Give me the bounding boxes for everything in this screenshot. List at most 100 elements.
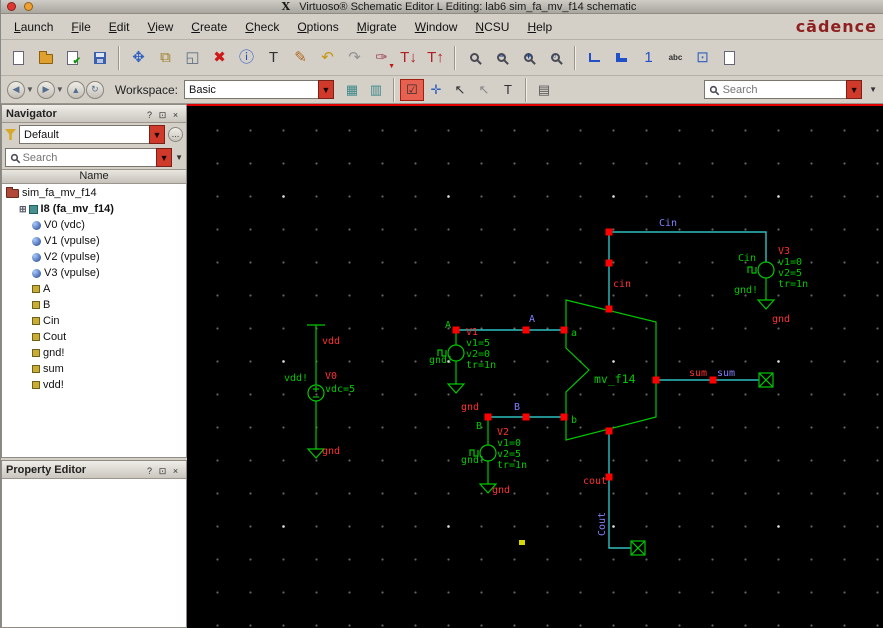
schematic-label[interactable]: V2 — [497, 427, 509, 438]
selection-handle[interactable] — [709, 376, 717, 384]
net-cin[interactable] — [608, 231, 767, 310]
schematic-label[interactable]: cout — [583, 476, 607, 487]
selection-handle[interactable] — [605, 228, 613, 236]
toolbar-search-input[interactable] — [722, 83, 843, 96]
schematic-label[interactable]: sum — [717, 368, 735, 379]
redo-button[interactable]: ↷ — [341, 44, 368, 71]
selection-handle[interactable] — [484, 413, 492, 421]
pin-cout[interactable] — [630, 540, 646, 556]
text-select-button[interactable]: T — [496, 79, 520, 101]
tree-item-gnd[interactable]: gnd! — [2, 345, 186, 361]
workspace-combo[interactable]: Basic ▼ — [183, 80, 334, 99]
save-workspace-button[interactable]: ▦ — [340, 79, 364, 101]
schematic-label[interactable]: A — [529, 314, 535, 325]
schematic-label[interactable]: V3 — [778, 246, 790, 257]
schematic-label[interactable]: cin — [613, 279, 631, 290]
search-options-caret[interactable]: ▼ — [869, 85, 877, 94]
tree-item-v1-vpulse[interactable]: V1 (vpulse) — [2, 233, 186, 249]
delete-button[interactable]: ✖ — [206, 44, 233, 71]
schematic-label[interactable]: v1=0 — [497, 438, 521, 449]
selection-mode-button[interactable]: ☑ — [399, 78, 424, 101]
schematic-label[interactable]: V0 — [325, 371, 337, 382]
move-button[interactable]: ✥ — [125, 44, 152, 71]
tree-item-i8-fa-mv-f14[interactable]: ⊞I8 (fa_mv_f14) — [2, 201, 186, 217]
minimize-window-button[interactable] — [24, 2, 33, 11]
zoom-area-button[interactable]: ▫ — [542, 44, 569, 71]
navigator-search-dropdown-icon[interactable]: ▼ — [156, 148, 173, 167]
schematic-label[interactable]: V1 — [466, 327, 478, 338]
schematic-label[interactable]: b — [571, 415, 577, 426]
create-wire-button[interactable] — [581, 44, 608, 71]
schematic-label[interactable]: v1=0 — [778, 257, 802, 268]
copy-button[interactable]: ⧉ — [152, 44, 179, 71]
navigator-search-combo[interactable]: ▼ — [5, 148, 173, 167]
schematic-label[interactable]: gnd — [772, 314, 790, 325]
instance-mv-f14[interactable] — [565, 299, 657, 441]
close-panel-button[interactable]: × — [169, 109, 182, 122]
selection-handle[interactable] — [652, 376, 660, 384]
back-button[interactable]: ◀ — [7, 80, 25, 99]
full-select-button[interactable]: ↖ — [448, 79, 472, 101]
selection-handle[interactable] — [522, 326, 530, 334]
source-v3-vpulse[interactable] — [747, 261, 776, 310]
create-text-button[interactable]: T — [260, 44, 287, 71]
menu-check[interactable]: Check — [245, 19, 280, 34]
create-wire-name-button[interactable]: 1 — [635, 44, 662, 71]
schematic-label[interactable]: a — [571, 328, 577, 339]
schematic-label[interactable]: gnd! — [734, 285, 758, 296]
open-button[interactable] — [32, 44, 59, 71]
tree-item-v0-vdc[interactable]: V0 (vdc) — [2, 217, 186, 233]
selection-handle[interactable] — [452, 326, 460, 334]
workspace-value[interactable]: Basic — [183, 80, 318, 99]
save-button[interactable] — [86, 44, 113, 71]
schematic-label[interactable]: gnd! — [429, 355, 453, 366]
navigator-search-caret[interactable]: ▼ — [175, 153, 183, 162]
schematic-label[interactable]: tr=1n — [497, 460, 527, 471]
source-v0-vdc[interactable] — [306, 324, 326, 459]
menu-launch[interactable]: Launch — [14, 19, 54, 34]
undo-button[interactable]: ↶ — [314, 44, 341, 71]
close-window-button[interactable] — [7, 2, 16, 11]
search-dropdown-icon[interactable]: ▼ — [846, 80, 863, 99]
refresh-button[interactable]: ↻ — [85, 80, 104, 99]
tree-item-v3-vpulse[interactable]: V3 (vpulse) — [2, 265, 186, 281]
selection-handle[interactable] — [522, 413, 530, 421]
selection-handle[interactable] — [605, 473, 613, 481]
stretch-button[interactable]: ◱ — [179, 44, 206, 71]
schematic-label[interactable]: vdd! — [284, 373, 308, 384]
schematic-label[interactable]: gnd — [322, 446, 340, 457]
up-hierarchy-button[interactable]: ▲ — [66, 80, 85, 99]
menu-help[interactable]: Help — [527, 19, 553, 34]
net-cout[interactable] — [608, 429, 631, 549]
zoom-in-button[interactable]: + — [515, 44, 542, 71]
descend-button[interactable]: T↓ — [395, 44, 422, 71]
check-and-save-button[interactable]: ✔ — [59, 44, 86, 71]
tree-item-cin[interactable]: Cin — [2, 313, 186, 329]
help-button[interactable]: ? — [143, 109, 156, 122]
partial-select-button[interactable]: ✛ — [424, 79, 448, 101]
schematic-label[interactable]: sum — [689, 368, 707, 379]
schematic-label[interactable]: Cin — [738, 253, 756, 264]
menu-options[interactable]: Options — [297, 19, 339, 34]
schematic-label[interactable]: gnd! — [461, 455, 485, 466]
menu-view[interactable]: View — [147, 19, 174, 34]
schematic-label[interactable]: vdd — [322, 336, 340, 347]
restore-workspace-button[interactable]: ▥ — [364, 79, 388, 101]
schematic-label[interactable]: v2=0 — [466, 349, 490, 360]
forward-button[interactable]: ▶ — [36, 80, 55, 99]
filter-value[interactable]: Default — [19, 125, 149, 144]
menu-window[interactable]: Window — [414, 19, 458, 34]
zoom-fit-button[interactable] — [461, 44, 488, 71]
schematic-label[interactable]: v1=5 — [466, 338, 490, 349]
source-v2-vpulse[interactable] — [469, 417, 498, 494]
ascend-button[interactable]: T↑ — [422, 44, 449, 71]
menu-edit[interactable]: Edit — [108, 19, 130, 34]
pin-sum[interactable] — [758, 372, 774, 388]
schematic-label[interactable]: gnd — [461, 402, 479, 413]
schematic-label[interactable]: gnd — [492, 485, 510, 496]
search-combo[interactable]: ▼ — [704, 80, 863, 99]
schematic-label[interactable]: Cout — [597, 512, 608, 536]
schematic-label[interactable]: v2=5 — [778, 268, 802, 279]
tree-item-v2-vpulse[interactable]: V2 (vpulse) — [2, 249, 186, 265]
